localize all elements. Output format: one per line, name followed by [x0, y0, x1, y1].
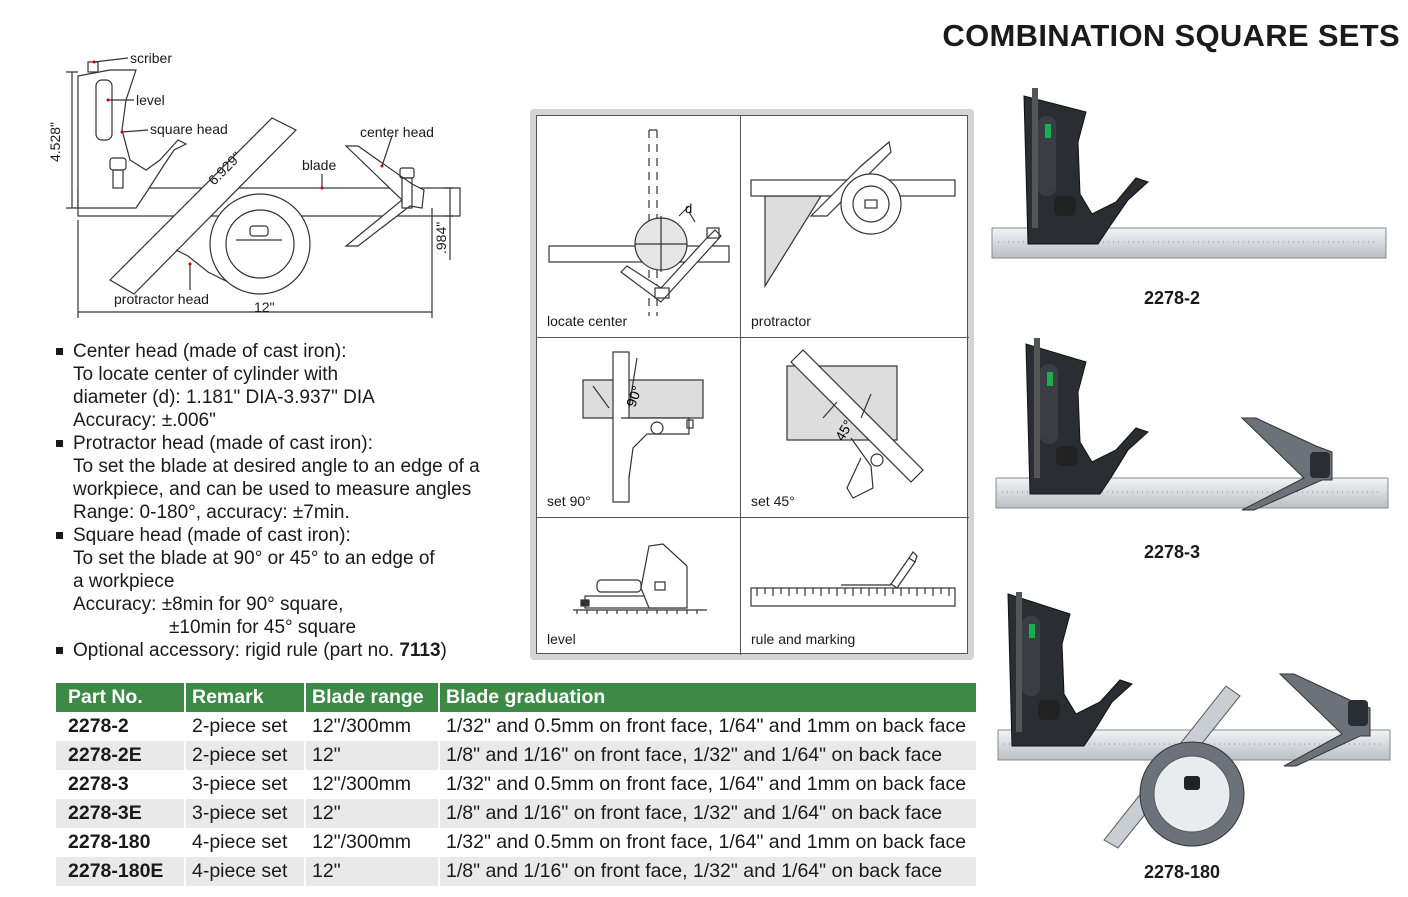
locate-center-figure: d — [548, 129, 730, 316]
table-header-row: Part No. Remark Blade range Blade gradua… — [56, 683, 978, 712]
page-title: COMBINATION SQUARE SETS — [942, 18, 1400, 53]
set-45-figure: 45° — [786, 349, 924, 499]
label-set-90: set 90° — [547, 493, 591, 509]
spec-center-head: Center head (made of cast iron): To loca… — [56, 340, 526, 432]
app-set-90: 90° set 90° — [537, 338, 741, 518]
label-center-head: center head — [360, 124, 434, 140]
diameter-label: d — [685, 201, 692, 216]
app-protractor: protractor — [741, 116, 969, 338]
dim-height: 4.528" — [50, 122, 63, 162]
product-image-2278-3 — [995, 338, 1389, 511]
set-90-figure: 90° — [582, 351, 704, 503]
col-part-no: Part No. — [56, 683, 186, 712]
spec-protractor-head: Protractor head (made of cast iron): To … — [56, 432, 526, 524]
applications-panel: d locate center protractor — [530, 109, 974, 660]
dim-length: 12" — [254, 299, 275, 315]
rule-marking-figure — [750, 551, 956, 607]
spec-list: Center head (made of cast iron): To loca… — [56, 340, 526, 662]
bullet-icon — [56, 348, 63, 355]
bullet-icon — [56, 440, 63, 447]
label-rule-marking: rule and marking — [751, 631, 856, 647]
app-rule-marking: rule and marking — [741, 518, 969, 655]
spec-table: Part No. Remark Blade range Blade gradua… — [56, 683, 978, 886]
product-image-2278-2 — [991, 88, 1387, 259]
app-set-45: 45° set 45° — [741, 338, 969, 518]
bullet-icon — [56, 647, 63, 654]
bullet-icon — [56, 532, 63, 539]
caption-2278-2: 2278-2 — [1144, 288, 1201, 308]
col-remark: Remark — [185, 683, 306, 712]
product-image-2278-180 — [997, 592, 1391, 849]
label-level: level — [547, 631, 576, 647]
spec-square-head: Square head (made of cast iron): To set … — [56, 524, 526, 639]
app-locate-center: d locate center — [537, 116, 741, 338]
protractor-figure — [750, 140, 956, 289]
angle-90-label: 90° — [623, 384, 645, 409]
caption-2278-3: 2278-3 — [1144, 542, 1201, 562]
label-set-45: set 45° — [751, 493, 795, 509]
spec-accessory: Optional accessory: rigid rule (part no.… — [56, 639, 526, 662]
col-blade-graduation: Blade graduation — [439, 683, 978, 712]
label-square-head: square head — [150, 121, 228, 137]
app-level: level — [537, 518, 741, 655]
label-locate-center: locate center — [547, 313, 628, 329]
col-blade-range: Blade range — [305, 683, 440, 712]
level-figure — [573, 543, 707, 614]
label-scriber: scriber — [130, 50, 172, 66]
label-blade: blade — [302, 157, 336, 173]
accessory-part-no: 7113 — [399, 640, 441, 661]
label-level: level — [136, 92, 165, 108]
dim-thickness: .984" — [433, 222, 449, 254]
dimension-diagram: scriber level square head blade center h… — [50, 50, 461, 318]
label-protractor: protractor — [751, 313, 811, 329]
caption-2278-180: 2278-180 — [1144, 862, 1221, 882]
label-protractor-head: protractor head — [114, 291, 209, 307]
